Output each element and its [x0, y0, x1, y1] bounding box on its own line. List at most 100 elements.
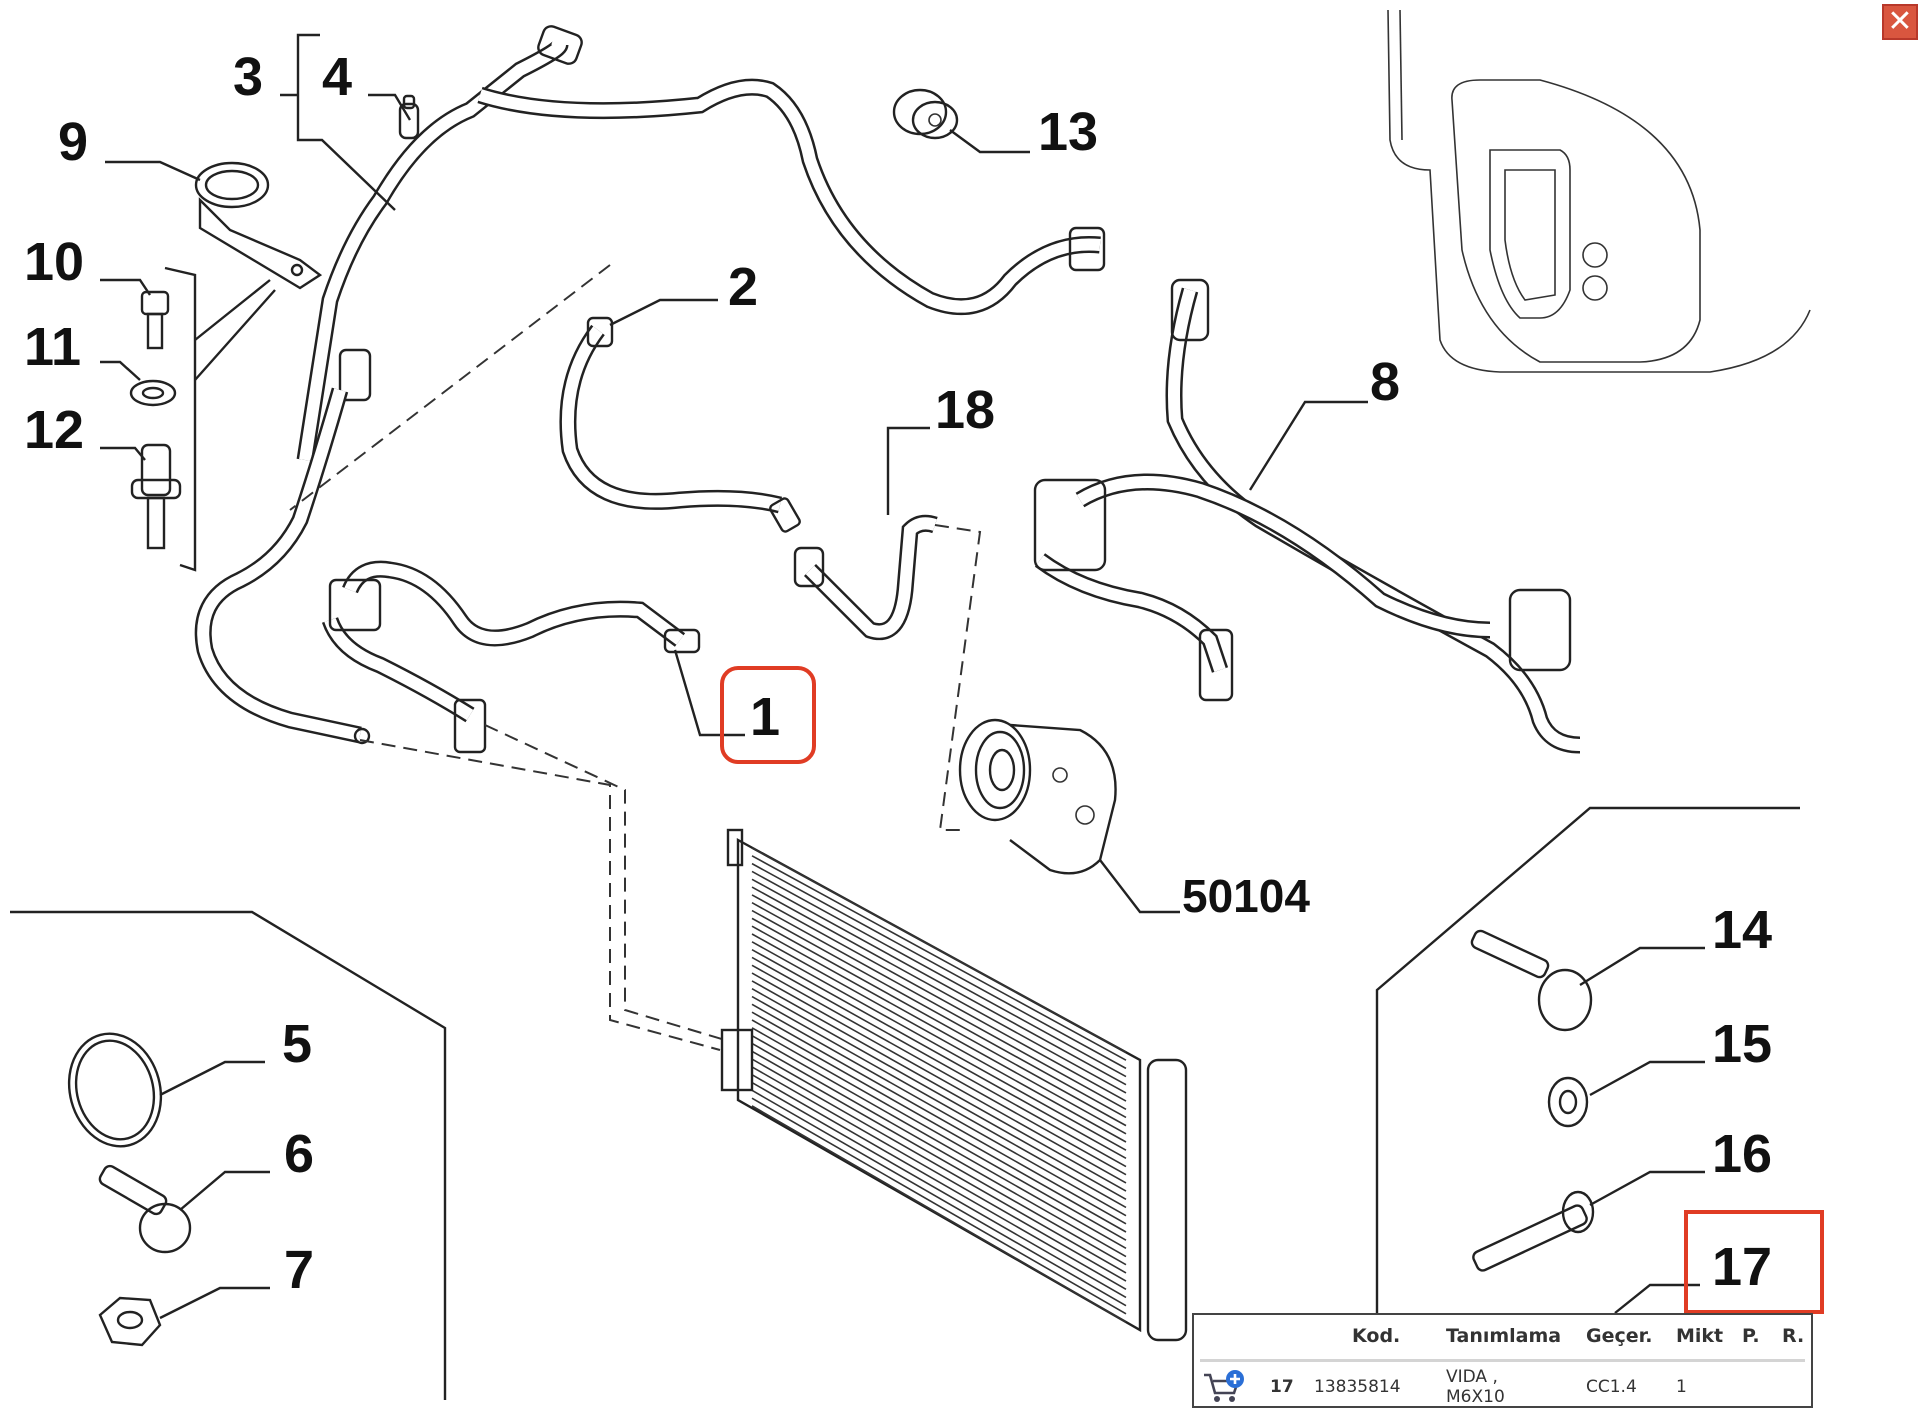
condenser: [720, 828, 1188, 1342]
valve-part-4: [398, 94, 420, 140]
condenser-fin: [751, 1027, 1127, 1241]
condenser-fin: [751, 964, 1127, 1176]
dash-link-2: [289, 264, 611, 511]
callout-15: 15: [1712, 1014, 1772, 1074]
condenser-fin: [751, 902, 1127, 1110]
callout-11: 11: [24, 317, 81, 377]
engine-outline: [1387, 9, 1811, 373]
callout-3: 3: [233, 47, 263, 107]
header-r: R.: [1782, 1325, 1805, 1347]
group-frame-right: [1375, 806, 1800, 1313]
condenser-fin: [751, 1011, 1127, 1225]
condenser-fin: [751, 1050, 1127, 1266]
stud-part-12: [130, 443, 182, 550]
part-info-box: Kod. Tanımlama Geçer. Mikt P. R. 17 1383…: [1192, 1313, 1813, 1408]
header-p: P.: [1742, 1325, 1760, 1347]
condenser-fin: [751, 1089, 1127, 1307]
row-mikt: 1: [1676, 1377, 1687, 1397]
row-tanimlama-line2: M6X10: [1446, 1387, 1505, 1407]
condenser-fin: [751, 988, 1127, 1200]
callout-12: 12: [24, 400, 84, 460]
row-tanimlama-line1: VIDA ,: [1446, 1367, 1498, 1387]
condenser-fin: [751, 1003, 1127, 1217]
condenser-fin: [751, 956, 1127, 1168]
screw-part-16: [1472, 1190, 1595, 1272]
dash-link-18: [934, 524, 982, 831]
callout-1: 1: [750, 687, 780, 747]
condenser-fin: [751, 925, 1127, 1135]
suction-hose-part-3: [194, 25, 1106, 745]
pipe-part-18: [793, 514, 938, 640]
callout-7: 7: [284, 1240, 314, 1300]
condenser-fin: [751, 1081, 1127, 1299]
hose-assembly-part-8: [1033, 278, 1581, 754]
condenser-fin: [751, 1105, 1127, 1323]
condenser-fin: [751, 1034, 1127, 1250]
condenser-fin: [751, 980, 1127, 1192]
condenser-fin: [751, 995, 1127, 1209]
condenser-fin: [751, 855, 1127, 1061]
condenser-fin: [751, 862, 1127, 1070]
condenser-fin: [751, 1042, 1127, 1258]
bracket-group-line: [164, 266, 197, 572]
condenser-fin: [751, 878, 1127, 1086]
condenser-fin: [751, 1074, 1127, 1290]
bolt-part-14: [1470, 929, 1593, 1032]
cap-part-13: [892, 88, 959, 140]
condenser-fin: [751, 1019, 1127, 1233]
table-row: 17 13835814 VIDA , M6X10 CC1.4 1: [1194, 1367, 1811, 1409]
condenser-fin: [751, 1097, 1127, 1315]
callout-5: 5: [282, 1014, 312, 1074]
header-kod: Kod.: [1352, 1325, 1401, 1347]
highlight-box-1: [720, 666, 816, 764]
close-icon: ✕: [1887, 4, 1913, 39]
callout-10: 10: [24, 232, 84, 292]
leader-lines: [100, 33, 1705, 1320]
condenser-fin: [751, 886, 1127, 1094]
callout-4: 4: [322, 47, 352, 107]
bracket-part-9: [194, 161, 323, 290]
nut-part-7: [98, 1296, 162, 1347]
washer-part-15: [1547, 1076, 1589, 1128]
callout-16: 16: [1712, 1124, 1772, 1184]
row-no: 17: [1270, 1377, 1294, 1397]
condenser-fin: [751, 909, 1127, 1119]
highlight-box-17: [1684, 1210, 1824, 1314]
close-button[interactable]: ✕: [1882, 4, 1918, 40]
callout-8: 8: [1370, 352, 1400, 412]
condenser-fin: [751, 847, 1127, 1053]
callout-14: 14: [1712, 900, 1772, 960]
condenser-fins: [751, 847, 1127, 1323]
info-table-header: Kod. Tanımlama Geçer. Mikt P. R.: [1194, 1325, 1811, 1353]
group-frame-left: [10, 910, 447, 1400]
info-separator: [1200, 1359, 1805, 1362]
header-mikt: Mikt: [1676, 1325, 1724, 1347]
row-gecer: CC1.4: [1586, 1377, 1637, 1397]
leader-9-group: [194, 279, 276, 381]
hose-part-2: [559, 316, 801, 533]
condenser-fin: [751, 1058, 1127, 1274]
callout-50104: 50104: [1182, 870, 1310, 922]
callout-13: 13: [1038, 102, 1098, 162]
callout-2: 2: [728, 257, 758, 317]
bolt-part-6: [98, 1164, 192, 1254]
callout-9: 9: [58, 112, 88, 172]
o-ring-part-5: [67, 1032, 163, 1148]
washer-part-11: [129, 379, 177, 407]
header-gecer: Geçer.: [1586, 1325, 1653, 1347]
condenser-fin: [751, 972, 1127, 1184]
condenser-fin: [751, 941, 1127, 1151]
header-tanimlama: Tanımlama: [1446, 1325, 1562, 1347]
callout-18: 18: [935, 380, 995, 440]
bolt-part-10: [140, 290, 170, 350]
condenser-fin: [751, 1066, 1127, 1282]
condenser-fin: [751, 933, 1127, 1143]
condenser-fin: [751, 870, 1127, 1078]
add-to-cart-icon[interactable]: [1202, 1369, 1246, 1405]
dash-link-1a: [359, 739, 721, 1051]
condenser-fin: [751, 917, 1127, 1127]
row-kod: 13835814: [1314, 1377, 1401, 1397]
condenser-fin: [751, 948, 1127, 1160]
callout-6: 6: [284, 1124, 314, 1184]
